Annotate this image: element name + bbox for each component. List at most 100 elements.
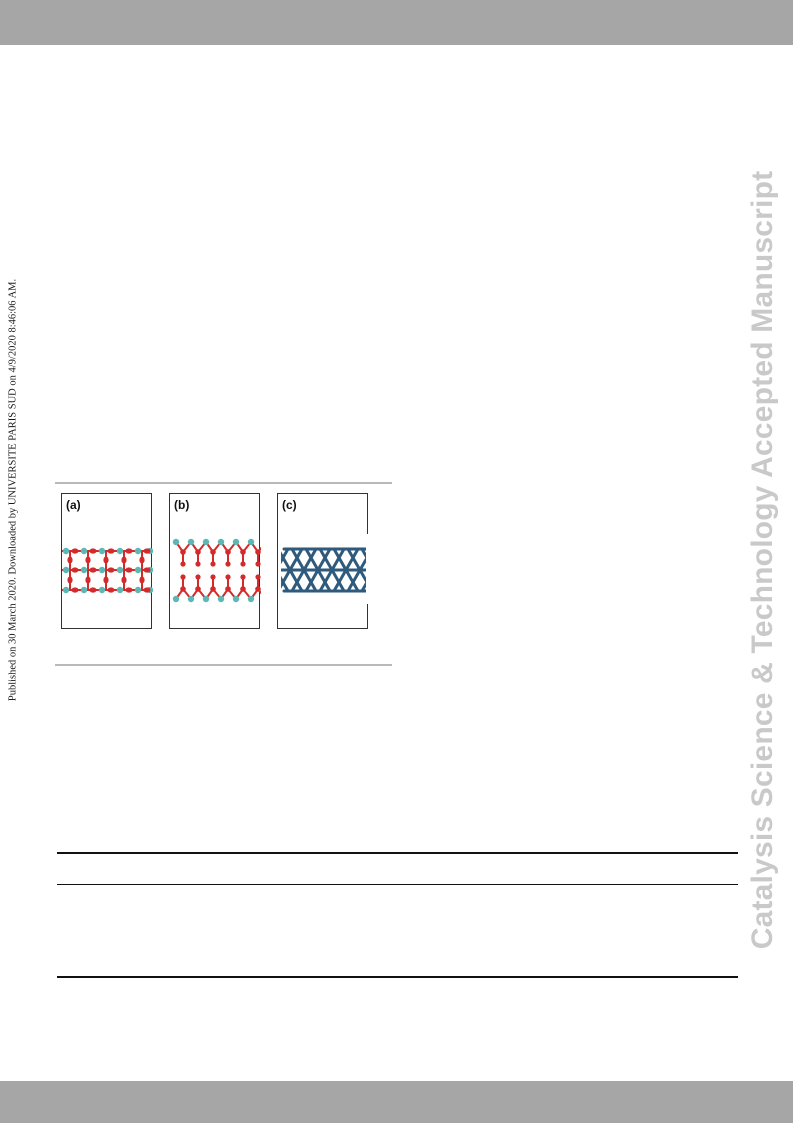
atom: [187, 595, 195, 603]
atom: [98, 566, 106, 574]
atom: [116, 547, 124, 555]
atom: [125, 567, 133, 573]
atom: [134, 547, 142, 555]
atom: [240, 586, 246, 592]
table-bottom-rule: [57, 976, 738, 978]
atom: [225, 549, 231, 555]
atom: [139, 556, 145, 564]
atom: [121, 556, 127, 564]
atom: [139, 576, 145, 584]
edge-mask: [366, 534, 369, 604]
atom: [195, 561, 201, 567]
atom: [103, 556, 109, 564]
panel-label-b: (b): [174, 498, 190, 512]
atom: [80, 586, 88, 594]
publication-stamp: Published on 30 March 2020. Downloaded b…: [7, 278, 19, 702]
atom: [67, 556, 73, 564]
atom: [180, 586, 186, 592]
atom: [210, 561, 216, 567]
figure-panel-b: (b): [169, 493, 261, 629]
lattice-bond: [278, 547, 290, 570]
figure-rule-top: [55, 482, 392, 484]
atom: [71, 587, 79, 593]
atom: [121, 576, 127, 584]
atom: [71, 548, 79, 554]
atom: [202, 538, 210, 546]
figure-panel-a: (a): [61, 493, 153, 629]
atom: [247, 595, 255, 603]
atom: [80, 547, 88, 555]
edge-mask: [278, 534, 281, 604]
atom: [225, 561, 231, 567]
atom: [89, 567, 97, 573]
lattice-structure-c: [278, 534, 369, 604]
atom: [240, 561, 246, 567]
atom: [240, 549, 246, 555]
atom: [98, 586, 106, 594]
atom: [67, 576, 73, 584]
atom: [225, 586, 231, 592]
atom: [71, 567, 79, 573]
atom: [210, 549, 216, 555]
atom: [89, 548, 97, 554]
atom: [225, 574, 231, 580]
atom: [134, 566, 142, 574]
atom: [107, 567, 115, 573]
atom: [125, 587, 133, 593]
atom: [255, 561, 261, 567]
atom: [116, 566, 124, 574]
table-top-rule: [57, 852, 738, 854]
atom: [255, 586, 261, 592]
atom: [85, 576, 91, 584]
atom: [107, 587, 115, 593]
atom: [217, 595, 225, 603]
lattice-bond: [290, 547, 318, 593]
atom: [202, 595, 210, 603]
atom: [247, 538, 255, 546]
lattice-bond: [318, 547, 346, 593]
atom: [143, 567, 151, 573]
atom: [187, 538, 195, 546]
lattice-bond: [332, 547, 360, 593]
footer-bar: [0, 1081, 793, 1123]
panel-label-c: (c): [282, 498, 297, 512]
table-header-rule: [57, 884, 738, 885]
atom: [240, 574, 246, 580]
atom: [195, 574, 201, 580]
atom: [107, 548, 115, 554]
lattice-bond: [304, 547, 332, 593]
atom: [98, 547, 106, 555]
atom: [143, 587, 151, 593]
atom: [62, 547, 70, 555]
atom: [172, 595, 180, 603]
atom: [116, 586, 124, 594]
crystal-structure-b: [172, 538, 261, 603]
lattice-bond: [278, 547, 304, 593]
header-bar: [0, 0, 793, 45]
atom: [255, 574, 261, 580]
atom: [180, 549, 186, 555]
atom: [85, 556, 91, 564]
atom: [172, 538, 180, 546]
figure-panel-c: (c): [277, 493, 369, 629]
atom: [62, 566, 70, 574]
atom: [89, 587, 97, 593]
atom: [232, 538, 240, 546]
atom: [80, 566, 88, 574]
atom: [62, 586, 70, 594]
atom: [125, 548, 133, 554]
lattice-bond: [278, 570, 290, 593]
atom: [195, 549, 201, 555]
panel-label-a: (a): [66, 498, 81, 512]
atom: [210, 586, 216, 592]
atom: [180, 574, 186, 580]
atom: [195, 586, 201, 592]
atom: [255, 549, 261, 555]
atom: [103, 576, 109, 584]
atom: [210, 574, 216, 580]
journal-watermark: Catalysis Science & Technology Accepted …: [746, 170, 779, 950]
figure-rule-bottom: [55, 664, 392, 666]
crystal-structure-a: [62, 547, 153, 594]
atom: [232, 595, 240, 603]
atom: [217, 538, 225, 546]
